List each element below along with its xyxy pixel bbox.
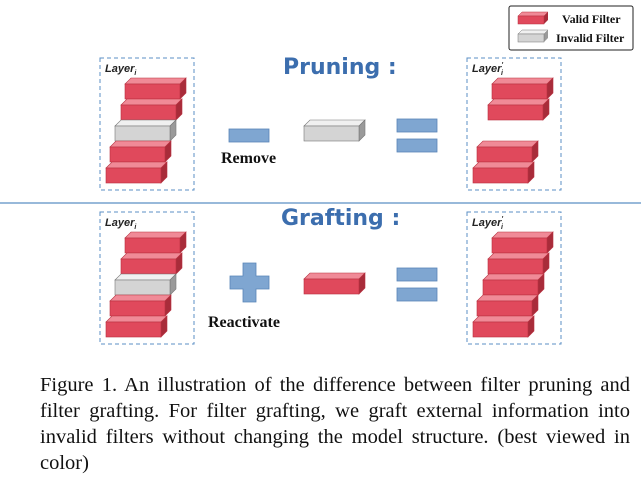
equals-sign-icon: [396, 118, 438, 153]
grafting-title: Grafting :: [281, 206, 400, 231]
pruning-output-layer: Layer'i: [466, 57, 562, 191]
equals-sign-icon: [396, 267, 438, 302]
pruning-out-label: Layer: [472, 63, 502, 75]
plus-sign-icon: [229, 262, 270, 303]
valid-filter-block: [124, 77, 187, 100]
grafting-out-sub: i: [501, 224, 504, 231]
pruning-input-layer: Layeri: [99, 57, 195, 191]
valid-filter-block: [109, 140, 172, 163]
pruning-out-sub: i: [501, 70, 504, 77]
valid-filter-block: [476, 140, 539, 163]
svg-text:Layer'i: Layer'i: [472, 216, 504, 231]
valid-filter-block: [482, 273, 545, 296]
valid-filter-block: [105, 315, 168, 338]
legend-valid-swatch: [517, 11, 549, 25]
valid-filter-block: [105, 161, 168, 184]
valid-filter-block: [472, 161, 535, 184]
legend-valid-label: Valid Filter: [562, 12, 621, 26]
grafting-input-layer: Layeri: [99, 211, 195, 345]
pruning-layer-sub: i: [134, 70, 137, 77]
legend-invalid-swatch: [517, 29, 549, 43]
grafting-layer-sub: i: [134, 224, 137, 231]
removed-filter-block: [303, 119, 366, 142]
grafting-out-prime: ': [501, 216, 503, 223]
legend-invalid-label: Invalid Filter: [556, 31, 625, 45]
grafting-output-layer: Layer'i: [466, 211, 562, 345]
svg-text:Layeri: Layeri: [105, 217, 137, 231]
grafting-operation-label: Reactivate: [208, 314, 280, 331]
valid-filter-block: [120, 252, 183, 275]
pruning-title: Pruning :: [283, 55, 397, 80]
pruning-operation-label: Remove: [221, 150, 276, 167]
minus-sign-icon: [228, 128, 270, 143]
svg-text:Layer'i: Layer'i: [472, 62, 504, 77]
grafting-out-label: Layer: [472, 217, 502, 229]
svg-text:Layeri: Layeri: [105, 63, 137, 77]
valid-filter-block: [487, 252, 550, 275]
valid-filter-block: [120, 98, 183, 121]
pruning-out-prime: ': [501, 62, 503, 69]
valid-filter-block: [487, 98, 550, 121]
grafted-filter-block: [303, 272, 366, 295]
valid-filter-block: [124, 231, 187, 254]
valid-filter-block: [491, 77, 554, 100]
valid-filter-block: [476, 294, 539, 317]
valid-filter-block: [491, 231, 554, 254]
pruning-layer-label: Layer: [105, 63, 135, 75]
valid-filter-block: [109, 294, 172, 317]
figure-caption: Figure 1. An illustration of the differe…: [40, 374, 630, 474]
legend: Valid Filter Invalid Filter: [508, 5, 634, 51]
figure-diagram: Valid Filter Invalid Filter Pruning : La…: [0, 5, 641, 345]
grafting-layer-label: Layer: [105, 217, 135, 229]
invalid-filter-block: [114, 119, 177, 142]
invalid-filter-block: [114, 273, 177, 296]
valid-filter-block: [472, 315, 535, 338]
